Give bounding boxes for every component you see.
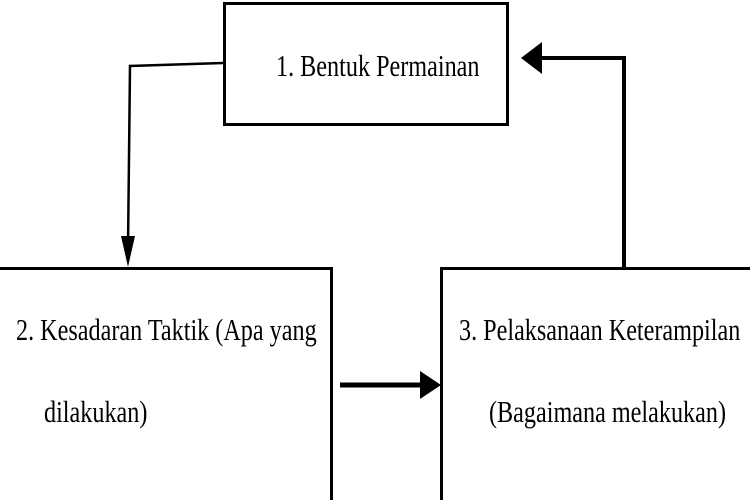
edge-pelaksanaan-to-bentuk-arrowhead xyxy=(521,42,542,74)
edge-bentuk-to-kesadaran-line xyxy=(126,61,224,249)
node-pelaksanaan-keterampilan-label-line2: (Bagaimana melakukan) xyxy=(489,394,726,429)
node-bentuk-permainan-label: 1. Bentuk Permainan xyxy=(276,48,480,83)
node-bentuk-permainan: 1. Bentuk Permainan xyxy=(223,2,509,126)
edge-pelaksanaan-to-bentuk-line xyxy=(538,56,626,267)
edge-bentuk-to-kesadaran xyxy=(121,61,224,267)
node-kesadaran-taktik-label-line2: dilakukan) xyxy=(44,394,148,429)
node-pelaksanaan-keterampilan: 3. Pelaksanaan Keterampilan (Bagaimana m… xyxy=(440,267,750,500)
edge-kesadaran-to-pelaksanaan xyxy=(340,371,441,399)
edge-pelaksanaan-to-bentuk xyxy=(521,42,626,267)
edge-kesadaran-to-pelaksanaan-arrowhead xyxy=(420,371,441,399)
node-kesadaran-taktik: 2. Kesadaran Taktik (Apa yang dilakukan) xyxy=(0,267,333,500)
edge-bentuk-to-kesadaran-arrowhead xyxy=(121,236,135,267)
node-kesadaran-taktik-label-line1: 2. Kesadaran Taktik (Apa yang xyxy=(16,312,317,347)
node-pelaksanaan-keterampilan-label-line1: 3. Pelaksanaan Keterampilan xyxy=(459,312,741,347)
